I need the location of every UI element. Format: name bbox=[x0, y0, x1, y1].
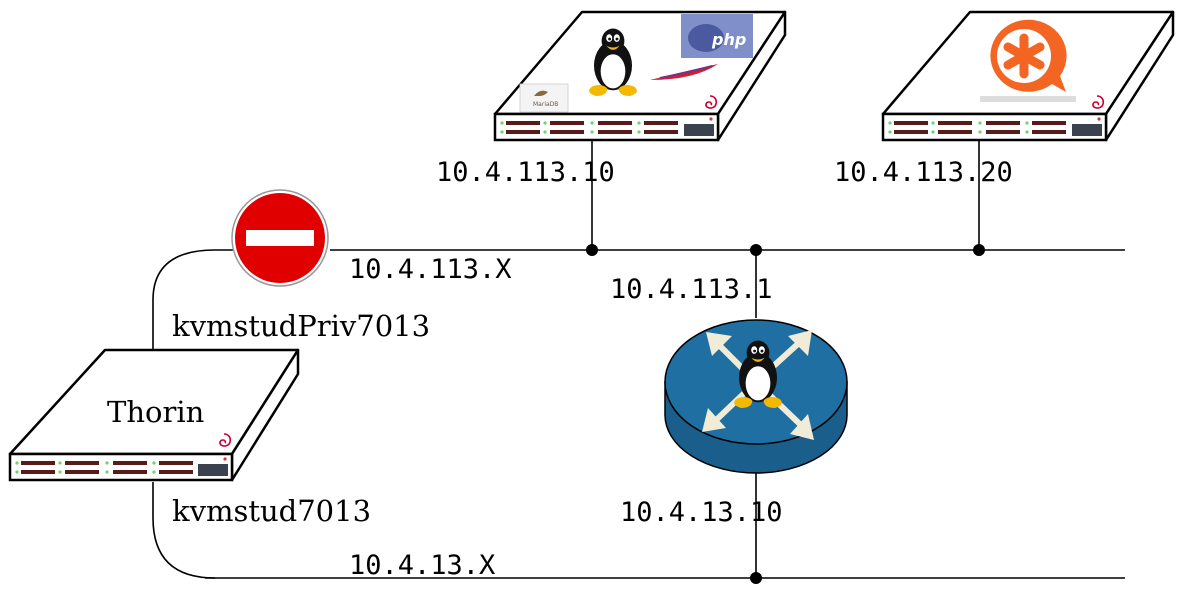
mariadb-logo-icon: MariaDB bbox=[519, 83, 569, 113]
host-thorin: Thorin bbox=[8, 348, 300, 482]
router bbox=[664, 319, 848, 474]
svg-text:MariaDB: MariaDB bbox=[533, 101, 558, 108]
apache-feather-icon bbox=[650, 64, 718, 80]
brand-badge-icon bbox=[1072, 124, 1102, 136]
private-network-label: 10.4.113.X bbox=[349, 254, 512, 285]
router-private-ip: 10.4.113.1 bbox=[610, 274, 773, 305]
web-server-ip: 10.4.113.10 bbox=[436, 157, 615, 188]
svg-text:php: php bbox=[711, 30, 746, 49]
voip-server-ip: 10.4.113.20 bbox=[834, 157, 1013, 188]
junction-dot-router-private bbox=[750, 244, 762, 256]
asterisk-logo-icon bbox=[980, 19, 1076, 102]
junction-dot-web bbox=[586, 244, 598, 256]
host-name: Thorin bbox=[107, 395, 204, 429]
no-entry-sign-icon bbox=[231, 189, 329, 287]
junction-dot-voip bbox=[973, 244, 985, 256]
brand-badge-icon bbox=[198, 464, 228, 476]
web-server: php MariaDB bbox=[493, 10, 787, 142]
link-host-public bbox=[152, 482, 216, 579]
public-network-label: 10.4.13.X bbox=[349, 550, 495, 581]
host-iface-private: kvmstudPriv7013 bbox=[172, 309, 430, 343]
host-iface-public: kvmstud7013 bbox=[172, 494, 371, 528]
junction-dot-router-public bbox=[750, 572, 762, 584]
link-host-private bbox=[152, 249, 235, 350]
voip-server bbox=[881, 10, 1175, 142]
php-logo-icon: php bbox=[681, 14, 753, 58]
brand-badge-icon bbox=[684, 124, 714, 136]
router-public-ip: 10.4.13.10 bbox=[620, 497, 783, 528]
